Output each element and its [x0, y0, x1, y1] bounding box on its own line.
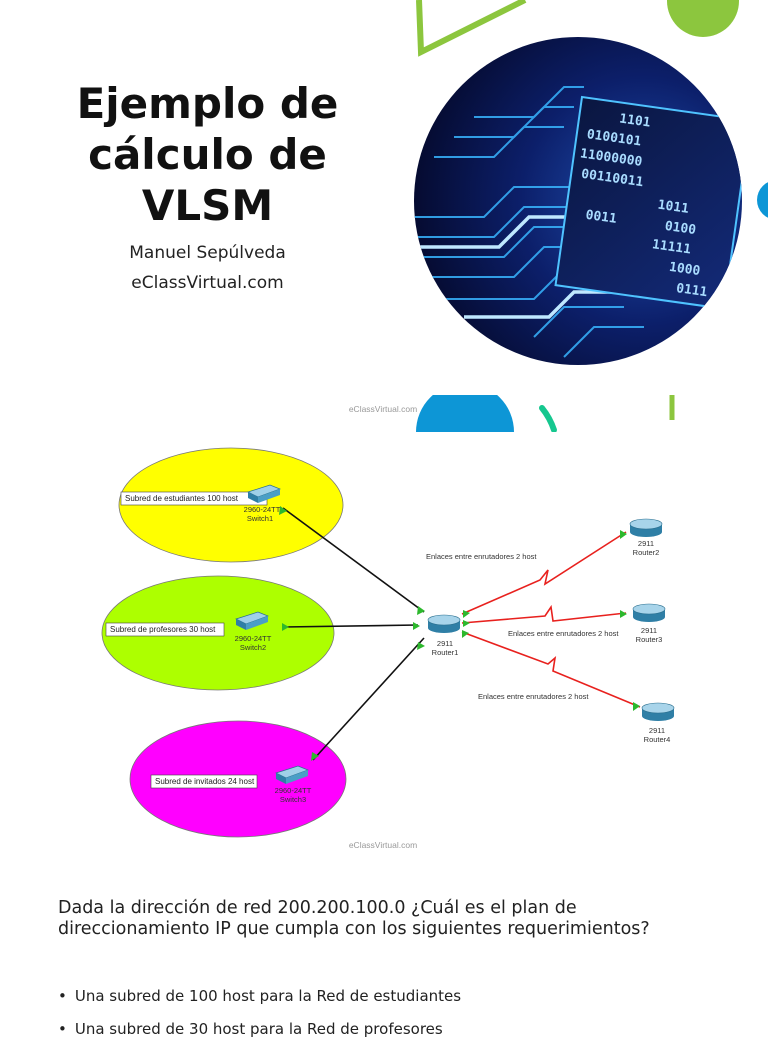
page-title: Ejemplo de cálculo de VLSM: [76, 79, 339, 230]
wan-link-label: Enlaces entre enrutadores 2 host: [426, 552, 537, 561]
switch2-name: Switch2: [240, 643, 266, 652]
wan-link-label: Enlaces entre enrutadores 2 host: [478, 692, 589, 701]
link-router1-router2: [461, 531, 627, 615]
switch1-icon[interactable]: [247, 484, 281, 503]
router2-model: 2911: [638, 539, 654, 548]
port-indicator: [462, 630, 469, 638]
port-indicator: [413, 622, 420, 630]
link-switch2-router1: [282, 624, 419, 628]
students-network-label: Subred de estudiantes 100 host: [125, 494, 239, 503]
binary-text: 1011: [657, 198, 690, 217]
list-item: Una subred de 100 host para la Red de es…: [58, 986, 718, 1006]
router2-icon[interactable]: [629, 518, 663, 537]
circuit-board-image: 1101 0100101 11000000 00110011 1011 0100…: [414, 37, 742, 365]
watermark: eClassVirtual.com: [349, 404, 417, 414]
teachers-network-label: Subred de profesores 30 host: [110, 625, 216, 634]
question-text: Dada la dirección de red 200.200.100.0 ¿…: [58, 898, 650, 939]
link-switch3-router1: [312, 637, 425, 761]
binary-text: 1000: [668, 260, 701, 279]
switch2-model: 2960-24TT: [235, 634, 272, 643]
switch3-name: Switch3: [280, 795, 306, 804]
router4-model: 2911: [649, 726, 665, 735]
port-indicator: [417, 642, 425, 650]
port-indicator: [620, 530, 627, 539]
switch3-icon[interactable]: [275, 765, 309, 784]
binary-text: 0100: [664, 219, 697, 238]
router1-model: 2911: [437, 639, 453, 648]
wan-link-label: Enlaces entre enrutadores 2 host: [508, 629, 619, 638]
link-switch1-router1: [282, 507, 425, 613]
list-item: Una subred de 30 host para la Red de pro…: [58, 1019, 718, 1039]
router3-icon[interactable]: [632, 603, 666, 622]
binary-text: 0011: [585, 208, 618, 227]
router4-name: Router4: [644, 735, 671, 744]
port-indicator: [279, 506, 287, 515]
link-router1-router4: [461, 631, 641, 708]
watermark: eClassVirtual.com: [349, 840, 417, 850]
switch1-name: Switch1: [247, 514, 273, 523]
switch3-model: 2960-24TT: [275, 786, 312, 795]
port-indicator: [633, 702, 640, 711]
decorative-green-circle: [667, 0, 739, 37]
decorative-green-triangle: [416, 0, 527, 57]
router1-name: Router1: [432, 648, 459, 657]
router3-model: 2911: [641, 626, 657, 635]
requirements-list: Una subred de 100 host para la Red de es…: [58, 986, 718, 1052]
author-website: eClassVirtual.com: [131, 273, 284, 293]
port-indicator: [311, 752, 319, 761]
router3-name: Router3: [636, 635, 663, 644]
port-indicator: [282, 623, 289, 631]
decorative-blue-half-circle: [416, 395, 514, 432]
binary-text: 11111: [651, 237, 692, 257]
port-indicator: [463, 620, 470, 627]
switch2-icon[interactable]: [235, 611, 269, 630]
decorative-teal-dashed-arc: [539, 405, 557, 433]
binary-text: 1101: [618, 111, 651, 130]
router2-name: Router2: [633, 548, 660, 557]
port-indicator: [620, 610, 627, 618]
port-indicator: [417, 606, 425, 615]
binary-text: 0111: [675, 281, 708, 300]
link-router1-router3: [461, 604, 627, 624]
decorative-blue-half-circle: [757, 180, 768, 220]
network-diagram: eClassVirtual.com eClassVirtual.com Subr…: [62, 395, 724, 860]
decorative-green-frame: [669, 395, 675, 420]
router4-icon[interactable]: [641, 702, 675, 721]
guests-network-label: Subred de invitados 24 host: [155, 777, 255, 786]
author-name: Manuel Sepúlveda: [129, 243, 286, 263]
port-indicator: [463, 610, 470, 618]
router1-icon[interactable]: [427, 614, 461, 633]
switch1-model: 2960-24TT: [244, 505, 281, 514]
